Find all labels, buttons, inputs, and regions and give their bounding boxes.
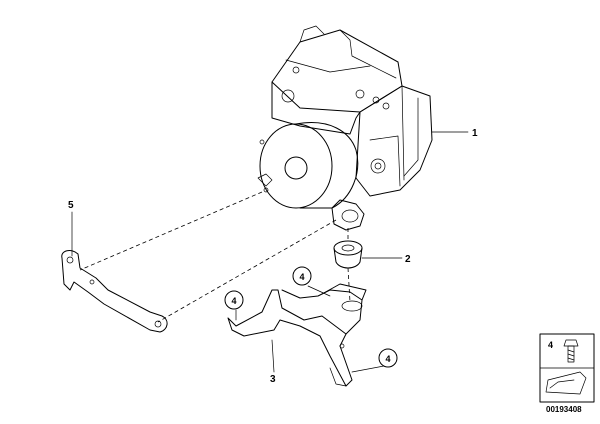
bracket-part-5	[61, 250, 168, 333]
bracket-3-body	[227, 289, 353, 387]
unit-top-line	[285, 59, 371, 73]
unit-side-edge	[401, 85, 405, 181]
inset-ref-label: 4	[548, 340, 553, 350]
hex-bolt-icon	[563, 339, 579, 363]
unit-stud	[257, 173, 273, 187]
rubber-grommet	[333, 240, 363, 269]
ref-circle	[292, 266, 312, 286]
unit-side-port	[370, 158, 386, 174]
ref-4-a-label: 4	[231, 296, 236, 306]
bracket-3-tab	[321, 283, 367, 301]
assembly-lines	[79, 191, 351, 323]
motor-bolt	[263, 187, 269, 193]
motor-shaft	[284, 156, 308, 180]
callout-part-5: 5	[68, 200, 74, 211]
ref-circle-4-b: 4	[292, 266, 312, 286]
unit-port	[281, 89, 295, 103]
bracket-3-arm	[281, 289, 363, 335]
unit-port	[382, 102, 390, 110]
bracket-3-hole	[341, 300, 363, 312]
leader-4b	[307, 285, 331, 297]
unit-connector	[331, 199, 365, 231]
ref-4-b-label: 4	[299, 272, 304, 282]
assembly-line	[347, 267, 351, 303]
ref-circle	[378, 348, 398, 368]
diagram-id: 00193408	[546, 405, 582, 414]
bracket-part-3	[227, 283, 367, 387]
motor-bolt	[259, 139, 265, 145]
motor-body	[295, 122, 359, 209]
ref-circle-4-a: 4	[224, 290, 244, 310]
unit-side-face	[355, 85, 433, 197]
unit-connector-ring	[341, 209, 359, 223]
callout-part-2: 2	[405, 254, 411, 265]
ref-circle	[224, 290, 244, 310]
grommet-top	[333, 240, 363, 256]
unit-port	[355, 89, 365, 99]
grommet-hole	[341, 244, 355, 252]
arrow-icon	[545, 371, 587, 395]
unit-top-ridge	[339, 29, 397, 79]
assembly-line	[79, 191, 263, 271]
leader-lines	[71, 131, 469, 373]
bracket-5-body	[61, 250, 168, 333]
unit-side-edge	[403, 97, 419, 177]
unit-top-face	[271, 29, 403, 113]
leader-4c	[351, 365, 385, 373]
unit-top-bump	[299, 25, 325, 43]
hydraulic-unit	[257, 25, 433, 231]
assembly-line	[157, 219, 337, 323]
bracket-5-hole	[89, 279, 95, 285]
inset-box: 4	[539, 333, 595, 403]
motor-housing	[259, 123, 333, 209]
bracket-3-foot	[329, 367, 347, 387]
unit-front-face	[271, 81, 361, 135]
bracket-3-hole	[339, 343, 345, 349]
bracket-5-hole	[154, 320, 162, 328]
callout-part-1: 1	[472, 128, 478, 139]
unit-side-edge	[369, 135, 401, 187]
unit-side-port-inner	[374, 162, 382, 170]
callout-part-3: 3	[270, 374, 276, 385]
ref-circle-4-c: 4	[378, 348, 398, 368]
leader-3	[271, 339, 275, 373]
ref-4-c-label: 4	[385, 354, 390, 364]
unit-port	[292, 66, 300, 74]
bracket-5-hole	[66, 256, 74, 264]
